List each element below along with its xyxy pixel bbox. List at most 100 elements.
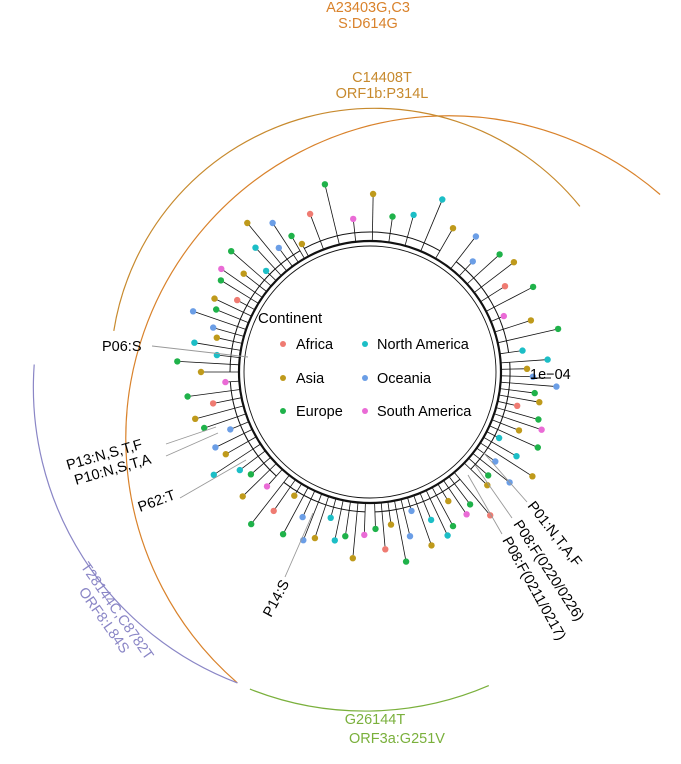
- tree-branch: [468, 457, 487, 474]
- tree-tip-node: [342, 533, 349, 540]
- tree-branch: [419, 492, 431, 518]
- tree-branch: [388, 219, 393, 243]
- legend-label-north-america: North America: [377, 337, 470, 353]
- tree-branch: [292, 238, 305, 259]
- tree-tip-node: [501, 283, 509, 290]
- tree-clade-arc: [374, 478, 461, 513]
- tree-branch: [489, 425, 536, 447]
- tree-tip-node: [222, 378, 229, 386]
- tree-tip-node: [439, 196, 446, 203]
- p08a-leader: [474, 464, 513, 519]
- tree-tip-node: [544, 356, 551, 363]
- tree-branch: [380, 502, 386, 547]
- tree-branch: [217, 429, 253, 447]
- tree-branch: [228, 380, 240, 383]
- tree-tip-node: [361, 531, 368, 539]
- tree-tip-node: [445, 497, 452, 505]
- tree-tip-node: [406, 533, 414, 540]
- tree-tip-node: [523, 365, 531, 372]
- tree-backbone-ring: [237, 239, 503, 505]
- tree-branch: [374, 502, 376, 526]
- tree-tip-node: [288, 232, 295, 240]
- tree-tip-node: [492, 458, 499, 465]
- tree-branches: [180, 187, 556, 559]
- tree-tip-node: [495, 434, 503, 442]
- tree-tip-node: [535, 416, 542, 423]
- tree-tip-node: [472, 233, 480, 240]
- tree-branch: [404, 217, 414, 246]
- tree-tip-node: [449, 225, 457, 232]
- legend-title: Continent: [258, 310, 323, 327]
- label-p06: P06:S: [102, 339, 142, 355]
- tree-branch: [500, 375, 530, 377]
- tree-tip-node: [222, 451, 229, 458]
- tree-tip-node: [527, 317, 535, 324]
- tree-branch: [257, 249, 282, 276]
- p62-leader: [179, 459, 247, 499]
- tree-tip-node: [402, 558, 410, 565]
- arc-p314l-label-line1: C14408T: [352, 70, 412, 86]
- legend-label-south-america: South America: [377, 404, 472, 420]
- tree-tip-node: [382, 546, 389, 553]
- tree-tip-node: [529, 473, 536, 480]
- tree-tip-node: [519, 347, 526, 354]
- arc-g251v-label-line1: G26144T: [345, 712, 406, 728]
- tree-tip-node: [510, 259, 518, 266]
- tree-tip-node: [262, 267, 270, 275]
- tree-tip-node: [192, 415, 199, 422]
- tree-tip-node: [372, 525, 379, 533]
- tree-inner-ring: [243, 245, 497, 499]
- tree-branch: [216, 397, 242, 404]
- tree-tip-node: [321, 181, 329, 188]
- tree-branch: [420, 202, 442, 252]
- tree-branch: [483, 436, 515, 456]
- tree-tip-node: [536, 399, 543, 406]
- tree-tip-node: [227, 426, 234, 433]
- legend-item-south-america: South America: [362, 404, 472, 420]
- arc-d614g: [125, 115, 661, 684]
- tree-tip-node: [197, 368, 205, 376]
- tree-tip-node: [228, 248, 235, 255]
- tree-branch: [219, 337, 243, 344]
- tree-tip-node: [389, 213, 396, 220]
- legend-swatch-asia: [280, 375, 286, 381]
- tree-tip-node: [213, 334, 220, 341]
- tree-tip-node: [236, 466, 243, 474]
- tree-branch: [498, 394, 537, 403]
- tree-branch: [485, 287, 531, 312]
- tree-branch: [304, 493, 323, 538]
- tree-branch: [232, 421, 249, 429]
- tree-branch: [425, 490, 447, 533]
- tree-branch: [245, 275, 267, 292]
- tree-branch: [364, 502, 366, 532]
- tree-tip-node: [350, 215, 357, 223]
- tree-tip-node: [210, 471, 217, 478]
- scale-bar-label: 1e−04: [530, 367, 571, 383]
- tree-branch: [491, 419, 517, 430]
- label-p62: P62:T: [136, 487, 178, 515]
- p13-leader: [165, 426, 217, 445]
- tree-tip-node: [500, 312, 507, 320]
- tree-branch: [495, 407, 536, 420]
- tree-branch: [325, 187, 340, 245]
- tree-branch: [190, 389, 241, 397]
- legend-label-oceania: Oceania: [377, 371, 432, 387]
- tree-branch: [463, 462, 486, 484]
- tree-tip-node: [209, 400, 217, 407]
- tree-tip-node: [184, 393, 191, 400]
- tree-branch: [431, 487, 452, 524]
- tree-tip-node: [496, 251, 503, 258]
- tree-tip-node: [263, 483, 271, 490]
- tree-branch: [345, 501, 351, 534]
- tree-branch: [217, 299, 252, 317]
- legend-swatch-africa: [280, 341, 286, 347]
- tree-branch: [215, 328, 245, 337]
- tree-branch: [394, 500, 406, 559]
- tree-branch: [248, 225, 288, 272]
- tree-branch: [180, 361, 240, 366]
- tree-tip-node: [239, 493, 246, 500]
- tree-tip-node: [553, 383, 560, 390]
- tree-tip-node: [387, 521, 395, 528]
- tree-clade-arc: [283, 481, 366, 513]
- label-p14: P14:S: [260, 577, 293, 619]
